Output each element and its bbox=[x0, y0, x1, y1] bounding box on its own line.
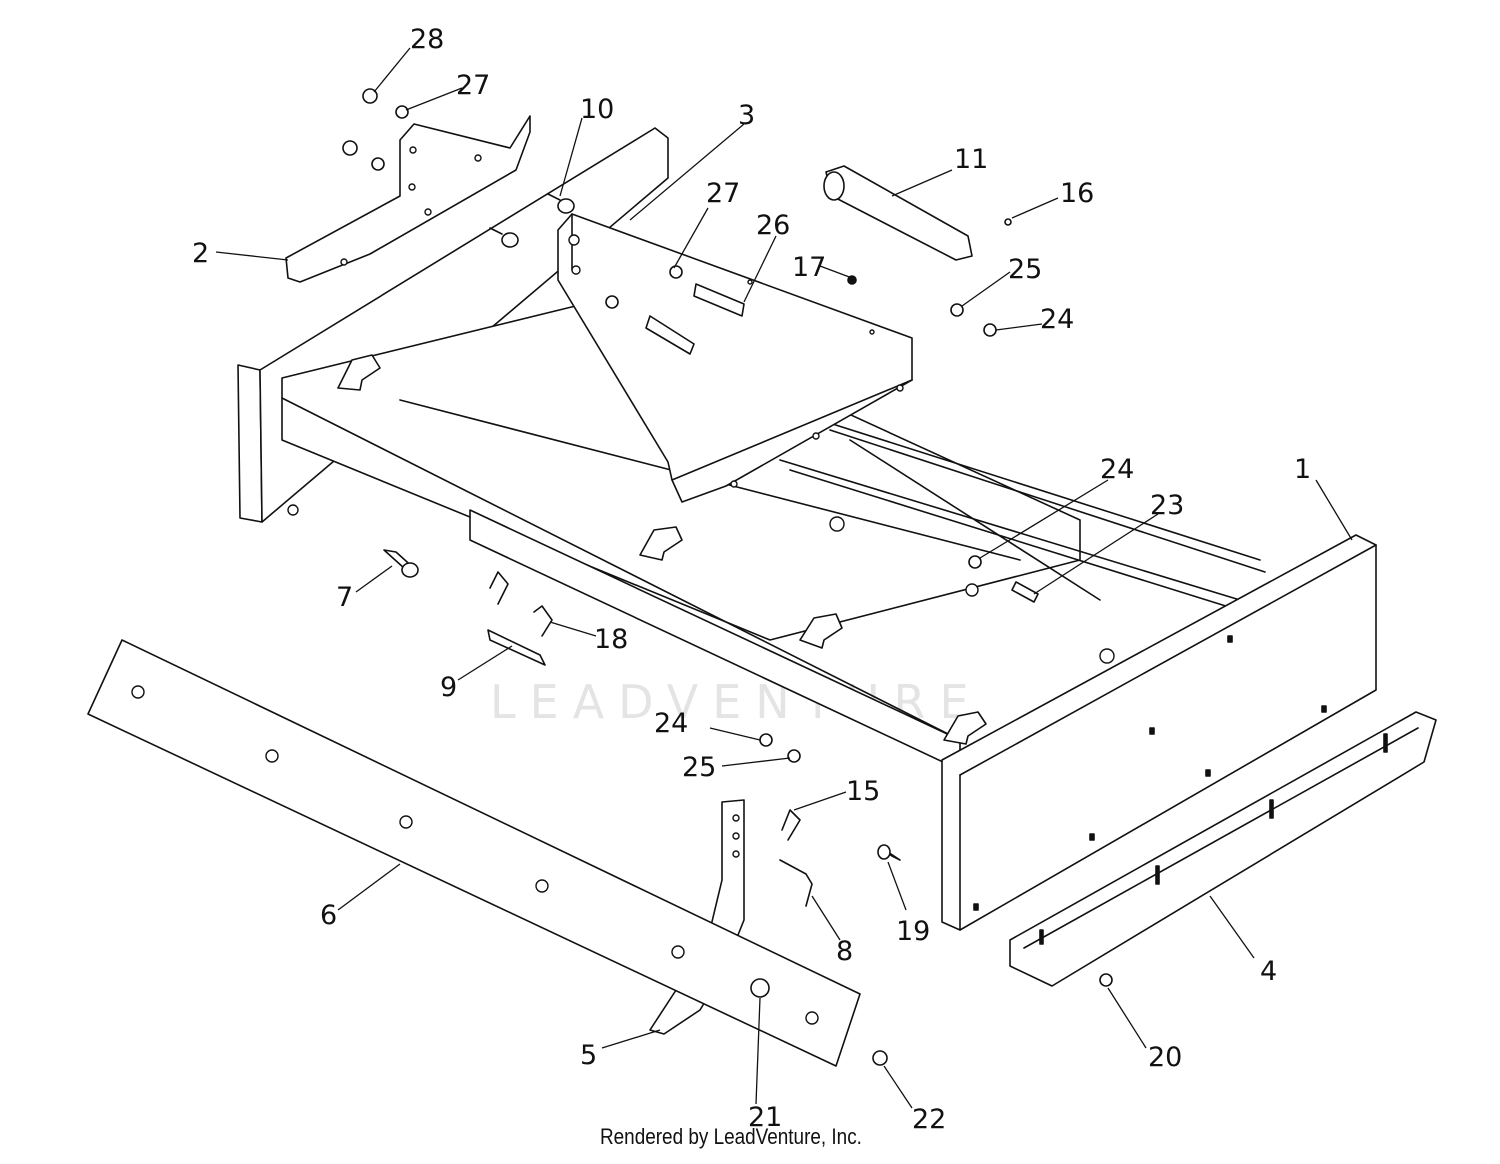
callout-24-upper-right: 24 bbox=[1100, 454, 1134, 485]
callout-1: 1 bbox=[1294, 454, 1311, 485]
part-10-bushing[interactable] bbox=[489, 193, 575, 248]
part-4-skid-shoe[interactable] bbox=[1009, 711, 1437, 987]
render-credit: Rendered by LeadVenture, Inc. bbox=[600, 1124, 862, 1149]
callout-25-lower: 25 bbox=[682, 752, 716, 783]
part-17-fitting[interactable] bbox=[847, 275, 857, 285]
part-25-nut[interactable] bbox=[787, 303, 964, 763]
callout-25-top: 25 bbox=[1008, 254, 1042, 285]
part-21-carriage-bolt[interactable] bbox=[750, 978, 770, 998]
part-7-spacer[interactable] bbox=[383, 549, 419, 578]
part-15-clip[interactable] bbox=[781, 809, 801, 841]
callout-19: 19 bbox=[896, 916, 930, 947]
callout-24-top: 24 bbox=[1040, 304, 1074, 335]
part-26-bolt[interactable] bbox=[645, 283, 745, 355]
callout-4: 4 bbox=[1260, 956, 1277, 987]
callout-11: 11 bbox=[954, 144, 988, 175]
part-20-nut[interactable] bbox=[1099, 973, 1113, 987]
callout-24-lower: 24 bbox=[654, 708, 688, 739]
callout-27-left: 27 bbox=[456, 70, 490, 101]
part-18-lynch-pin[interactable] bbox=[489, 571, 553, 637]
callout-26: 26 bbox=[756, 210, 790, 241]
part-3-hitch-plate[interactable] bbox=[557, 213, 913, 503]
part-27-washer[interactable] bbox=[371, 105, 683, 309]
callout-18: 18 bbox=[594, 624, 628, 655]
callout-17: 17 bbox=[792, 252, 826, 283]
part-8-pin[interactable] bbox=[779, 859, 813, 907]
callout-5: 5 bbox=[580, 1040, 597, 1071]
leader-lines bbox=[215, 47, 1353, 1109]
callout-labels: 1 2 3 4 5 6 7 8 9 10 11 15 16 17 18 19 2… bbox=[192, 24, 1311, 1135]
part-9-pin[interactable] bbox=[487, 629, 546, 666]
part-19-bolt[interactable] bbox=[877, 844, 901, 861]
callout-10: 10 bbox=[580, 94, 614, 125]
callout-9: 9 bbox=[440, 672, 457, 703]
callout-2: 2 bbox=[192, 238, 209, 269]
callout-16: 16 bbox=[1060, 178, 1094, 209]
callout-28: 28 bbox=[410, 24, 444, 55]
part-23-bolt[interactable] bbox=[1011, 581, 1039, 603]
callout-6: 6 bbox=[320, 900, 337, 931]
callout-7: 7 bbox=[336, 582, 353, 613]
callout-8: 8 bbox=[836, 936, 853, 967]
part-16-clip[interactable] bbox=[1004, 218, 1012, 226]
part-6-cutting-edge[interactable] bbox=[87, 639, 861, 1067]
callout-21: 21 bbox=[748, 1102, 782, 1133]
part-24-washer[interactable] bbox=[759, 323, 997, 747]
callout-15: 15 bbox=[846, 776, 880, 807]
callout-22: 22 bbox=[912, 1104, 946, 1135]
part-28-nut[interactable] bbox=[342, 88, 378, 156]
callout-27-center: 27 bbox=[706, 178, 740, 209]
callout-3: 3 bbox=[738, 100, 755, 131]
callout-23: 23 bbox=[1150, 490, 1184, 521]
part-2-left-bracket[interactable] bbox=[285, 115, 531, 283]
callout-20: 20 bbox=[1148, 1042, 1182, 1073]
part-22-nut[interactable] bbox=[872, 1050, 888, 1066]
part-11-top-pin[interactable] bbox=[823, 165, 973, 261]
